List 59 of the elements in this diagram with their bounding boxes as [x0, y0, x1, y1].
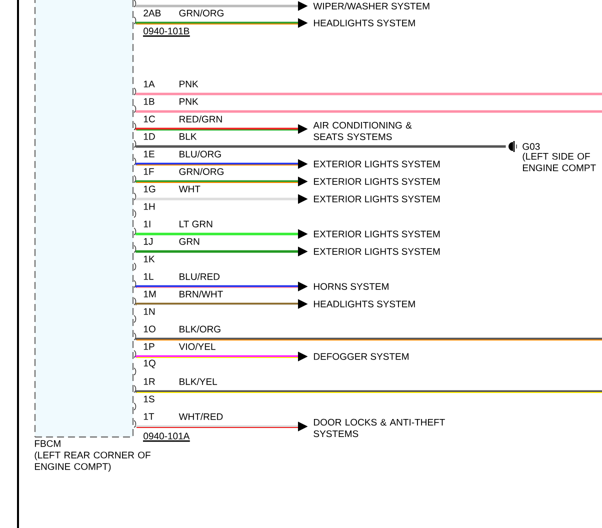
wire-color-label: RED/GRN	[178, 114, 224, 124]
wire	[136, 390, 602, 393]
wire-color-label: BLK/ORG	[178, 324, 222, 334]
ground-label: G03	[522, 143, 540, 150]
wire-color-label: BLU/ORG	[178, 150, 223, 158]
pin-label: 1B	[144, 98, 154, 105]
pin-label: 1S	[144, 396, 154, 402]
system-label: AIR CONDITIONING & SEATS SYSTEMS	[313, 122, 412, 140]
wire-color-label: PNK	[178, 80, 200, 88]
system-label: EXTERIOR LIGHTS SYSTEM	[314, 178, 440, 185]
system-label: EXTERIOR LIGHTS SYSTEM	[314, 248, 440, 255]
connector-id: 0940-101B	[143, 28, 190, 37]
pin-label: 1Q	[144, 360, 156, 368]
wire-color-label: BLU/RED	[178, 272, 221, 281]
pin-label: 1I	[144, 220, 150, 228]
pin-label: 1K	[144, 256, 155, 262]
wire-color-label: BRN/WHT	[178, 290, 224, 298]
wire-color-label: GRN	[178, 237, 201, 246]
system-label: EXTERIOR LIGHTS SYSTEM	[314, 160, 440, 168]
pin-label: 2AB	[144, 10, 161, 16]
wire-color-label: GRN/ORG	[178, 8, 226, 18]
pin-label: 1G	[144, 186, 156, 192]
wire-color-label: WHT/RED	[178, 412, 224, 421]
location-note: (LEFT SIDE OF ENGINE COMPT	[522, 152, 596, 172]
system-label: HORNS SYSTEM	[314, 283, 388, 290]
pin-label: 1O	[144, 326, 156, 332]
wire-color-label: VIO/YEL	[178, 342, 217, 351]
system-label: WIPER/WASHER SYSTEM	[313, 2, 430, 10]
pin-label: 1T	[144, 413, 154, 420]
system-label: HEADLIGHTS SYSTEM	[314, 20, 415, 26]
pin-label: 1R	[144, 378, 155, 385]
connector-id: 0940-101A	[143, 432, 190, 442]
wire	[136, 338, 602, 340]
pin-label: 1J	[144, 238, 153, 245]
module-label: FBCM (LEFT REAR CORNER OF ENGINE COMPT)	[34, 440, 150, 472]
wire	[136, 110, 602, 113]
pin-label: 1F	[144, 168, 154, 175]
pin-label: 1N	[144, 308, 155, 315]
pin-label: 1P	[144, 343, 154, 350]
wire-color-label: BLK/YEL	[178, 377, 218, 386]
wire-color-label: WHT	[178, 184, 202, 194]
pin-label: 1H	[144, 203, 155, 210]
system-label: EXTERIOR LIGHTS SYSTEM	[314, 196, 440, 202]
wire-color-label: LT GRN	[178, 220, 214, 228]
wire	[136, 145, 506, 148]
pin-label: 1L	[144, 273, 154, 280]
wire-color-label: GRN/ORG	[178, 167, 226, 176]
system-label: DEFOGGER SYSTEM	[314, 353, 408, 360]
system-label: EXTERIOR LIGHTS SYSTEM	[314, 230, 440, 238]
pin-label: 1A	[144, 80, 155, 88]
pin-label: 1E	[144, 150, 154, 158]
pin-label: 1M	[144, 290, 156, 298]
wire-color-label: PNK	[178, 97, 200, 106]
pin-label: 1C	[144, 116, 155, 122]
pin-label: 1D	[144, 133, 155, 140]
wire-color-label: BLK	[178, 132, 198, 141]
system-label: DOOR LOCKS & ANTI-THEFT SYSTEMS	[314, 418, 445, 438]
system-label: HEADLIGHTS SYSTEM	[314, 300, 415, 308]
wire	[136, 92, 602, 96]
